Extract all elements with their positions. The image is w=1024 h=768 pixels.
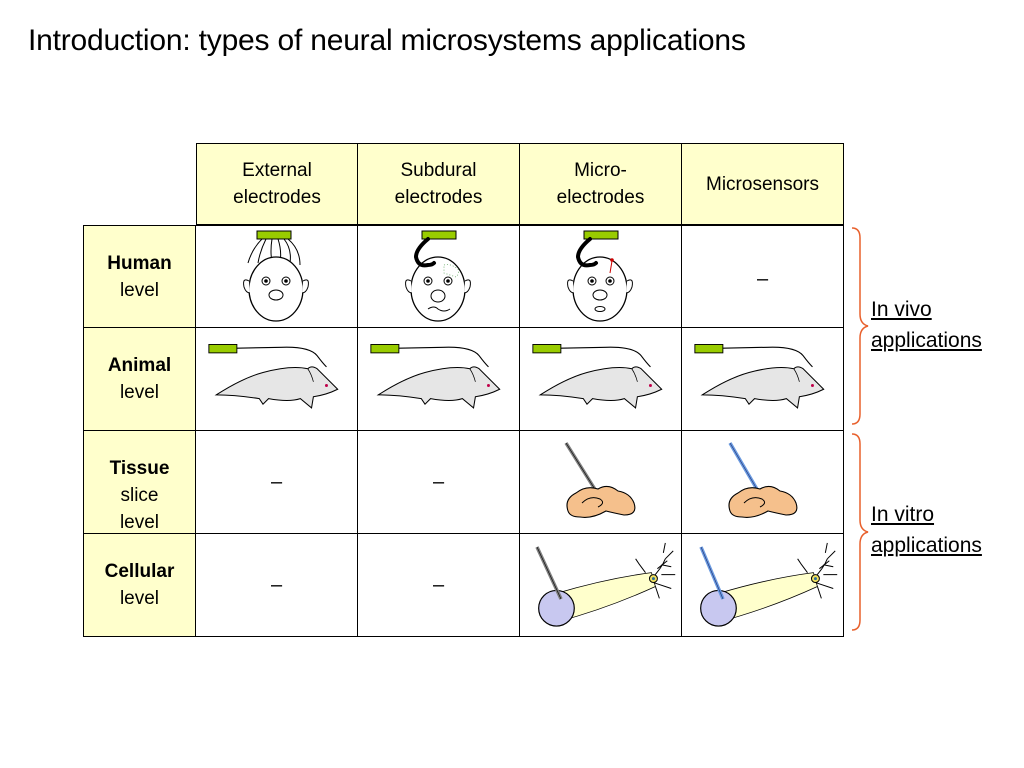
row-header-line: level <box>119 588 160 609</box>
group-label-line: applications <box>871 534 982 557</box>
not-applicable-dash: – <box>432 470 445 493</box>
human-microsensors-cell: – <box>682 225 844 328</box>
cellular-external-electrodes-cell: – <box>196 534 358 637</box>
in-vivo-label: In vivo applications <box>871 294 982 356</box>
col-header-line: electrodes <box>394 187 483 208</box>
group-label-line: In vivo <box>871 298 932 321</box>
row-header-line: level <box>119 512 160 533</box>
animal-subdural-electrodes-illustration <box>358 328 520 431</box>
col-header-subdural-electrodes: Subdural electrodes <box>358 143 520 225</box>
row-header-line: level <box>119 280 160 301</box>
cellular-micro-electrodes-illustration <box>520 534 682 637</box>
group-label-line: applications <box>871 329 982 352</box>
table-corner <box>83 143 196 225</box>
human-micro-electrodes-illustration <box>520 225 682 328</box>
col-header-line: electrodes <box>233 187 321 208</box>
animal-micro-electrodes-illustration <box>520 328 682 431</box>
row-header-bold: Animal <box>107 355 172 376</box>
in-vivo-brace <box>851 227 869 425</box>
animal-external-electrodes-illustration <box>196 328 358 431</box>
page-title: Introduction: types of neural microsyste… <box>28 24 746 57</box>
in-vitro-label: In vitro applications <box>871 499 982 561</box>
col-header-external-electrodes: External electrodes <box>196 143 358 225</box>
not-applicable-dash: – <box>270 573 283 596</box>
cellular-microsensors-illustration <box>682 534 844 637</box>
human-external-electrodes-illustration <box>196 225 358 328</box>
row-header-tissue: Tissue slice level <box>83 431 196 534</box>
cellular-subdural-electrodes-cell: – <box>358 534 520 637</box>
tissue-external-electrodes-cell: – <box>196 431 358 534</box>
row-header-cellular: Cellular level <box>83 534 196 637</box>
col-header-microsensors: Microsensors <box>682 143 844 225</box>
tissue-micro-electrodes-illustration <box>520 431 682 534</box>
applications-table: External electrodes Subdural electrodes Mi… <box>83 143 844 637</box>
row-header-line: level <box>119 382 160 403</box>
tissue-microsensors-illustration <box>682 431 844 534</box>
col-header-line: Subdural <box>400 160 477 181</box>
col-header-line: Microsensors <box>706 173 819 195</box>
human-subdural-electrodes-illustration <box>358 225 520 328</box>
animal-microsensors-illustration <box>682 328 844 431</box>
not-applicable-dash: – <box>432 573 445 596</box>
col-header-line: Micro- <box>574 160 627 181</box>
group-label-line: In vitro <box>871 503 935 526</box>
in-vitro-brace <box>851 433 869 631</box>
row-header-animal: Animal level <box>83 328 196 431</box>
col-header-line: External <box>242 160 312 181</box>
not-applicable-dash: – <box>270 470 283 493</box>
col-header-micro-electrodes: Micro-electrodes <box>520 143 682 225</box>
row-header-bold: Cellular <box>104 561 175 582</box>
row-header-bold: Tissue <box>109 458 170 479</box>
row-header-bold: Human <box>107 253 172 274</box>
not-applicable-dash: – <box>756 268 769 290</box>
row-header-human: Human level <box>83 225 196 328</box>
tissue-subdural-electrodes-cell: – <box>358 431 520 534</box>
col-header-line: electrodes <box>556 187 645 208</box>
row-header-line: slice <box>120 485 159 506</box>
